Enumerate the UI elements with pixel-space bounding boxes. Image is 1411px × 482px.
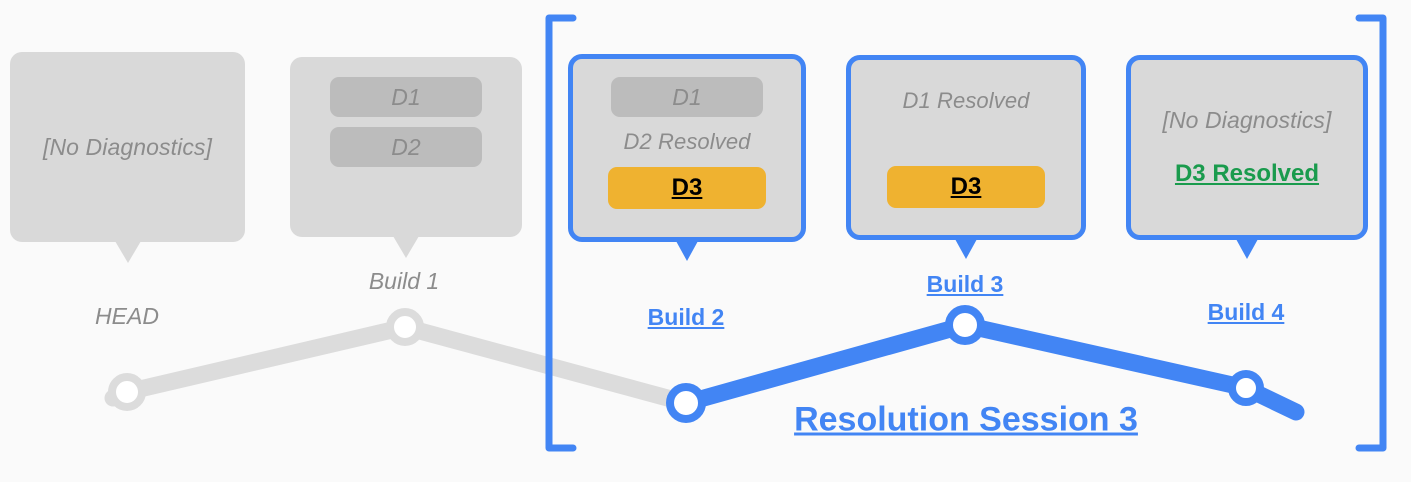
session-title: Resolution Session 3 — [794, 400, 1138, 439]
card-tail-build-4 — [1236, 239, 1258, 259]
commit-card-build-3[interactable]: D1 Resolved D3 — [846, 55, 1086, 259]
diagnostic-resolved-d1: D1 Resolved — [902, 88, 1030, 113]
card-tail-build-3 — [955, 239, 977, 259]
timeline-active-path — [677, 316, 1305, 421]
commit-node-build-3[interactable] — [945, 305, 985, 345]
diagnostic-chip-d3-new[interactable]: D3 — [608, 167, 766, 209]
commit-node-head[interactable] — [108, 373, 146, 411]
commit-node-build-2[interactable] — [666, 383, 706, 423]
card-build-4-no-diagnostics: [No Diagnostics] — [1162, 107, 1332, 133]
diagnostic-chip-d3-new[interactable]: D3 — [887, 166, 1045, 208]
commit-caption-build-4[interactable]: Build 4 — [1207, 299, 1285, 325]
commit-caption-head: HEAD — [95, 303, 159, 329]
diagnostic-chip-d2[interactable]: D2 — [330, 127, 482, 167]
commit-card-head[interactable]: [No Diagnostics] — [10, 52, 245, 263]
session-bracket-right — [1355, 14, 1387, 452]
diagnostic-chip-d1[interactable]: D1 — [330, 77, 482, 117]
commit-node-build-4[interactable] — [1228, 370, 1264, 406]
commit-card-build-4[interactable]: [No Diagnostics] D3 Resolved — [1126, 55, 1368, 259]
commit-caption-build-3[interactable]: Build 3 — [926, 271, 1004, 297]
card-tail-build-1 — [393, 236, 419, 258]
commit-node-build-1[interactable] — [386, 308, 424, 346]
commit-caption-build-2[interactable]: Build 2 — [647, 304, 725, 330]
diagnostic-chip-d1[interactable]: D1 — [611, 77, 763, 117]
commit-card-build-1[interactable]: D1 D2 — [290, 57, 522, 258]
card-tail-build-2 — [676, 241, 698, 261]
diagnostic-resolved-d2: D2 Resolved — [623, 129, 751, 154]
commit-caption-build-1: Build 1 — [368, 268, 440, 294]
card-tail-head — [114, 241, 141, 263]
commit-card-build-2[interactable]: D1 D2 Resolved D3 — [568, 54, 806, 261]
session-bracket-left — [545, 14, 577, 452]
diagnostic-resolved-d3[interactable]: D3 Resolved — [1174, 160, 1320, 187]
card-head-no-diagnostics: [No Diagnostics] — [42, 133, 213, 160]
